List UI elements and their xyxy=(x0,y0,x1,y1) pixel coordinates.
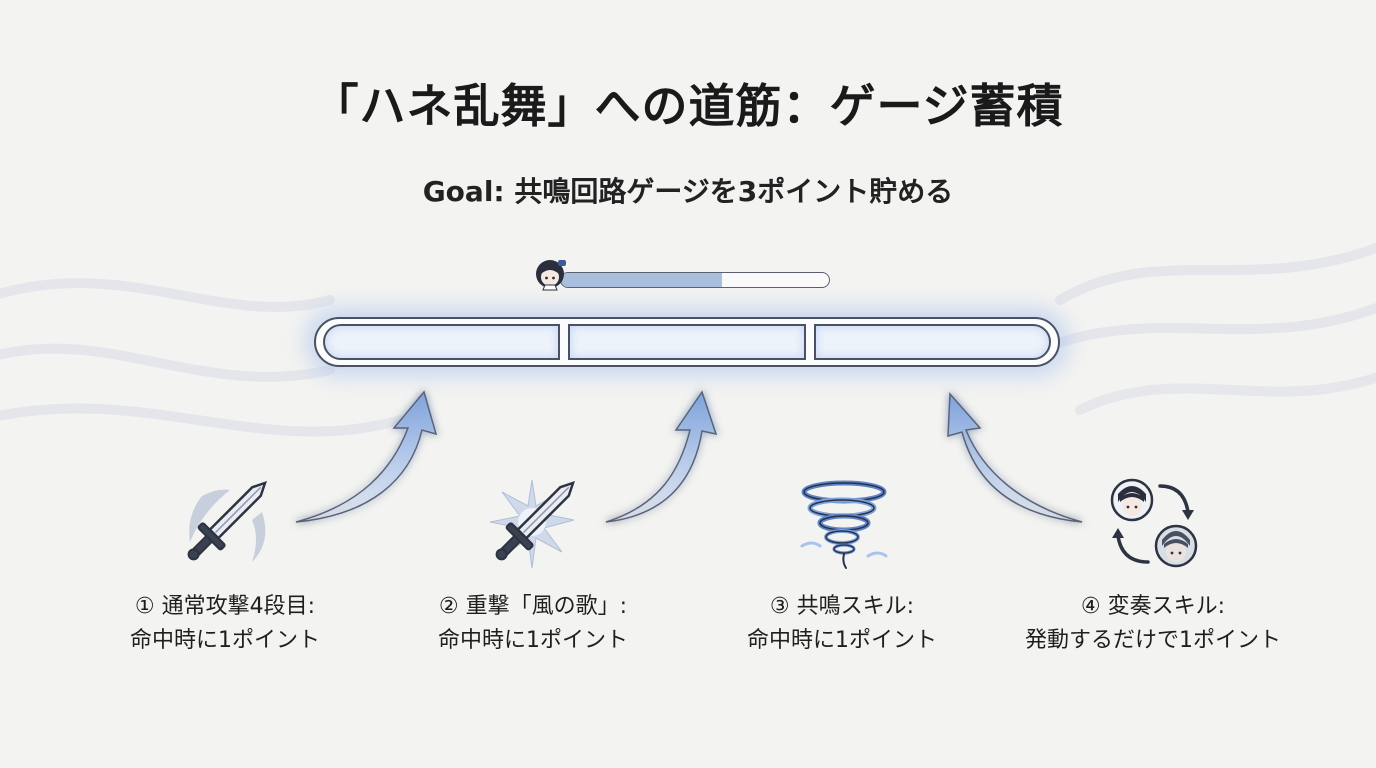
portrait-b xyxy=(1154,524,1198,568)
gauge-segment-1 xyxy=(323,324,561,360)
portrait-a xyxy=(1110,478,1154,522)
source-3-reward: 命中時に1ポイント xyxy=(747,628,937,653)
source-2-reward: 命中時に1ポイント xyxy=(438,628,628,653)
mini-progress-bar xyxy=(560,272,830,288)
source-2-condition: ② 重撃「風の歌」: xyxy=(438,594,628,619)
source-4-caption: ④ 変奏スキル: 発動するだけで1ポイント xyxy=(993,590,1313,658)
sword-burst-icon xyxy=(489,479,575,569)
sword-slash-icon xyxy=(187,481,267,562)
source-1-caption: ① 通常攻撃4段目: 命中時に1ポイント xyxy=(65,590,385,658)
source-2-caption: ② 重撃「風の歌」: 命中時に1ポイント xyxy=(373,590,693,658)
source-3-caption: ③ 共鳴スキル: 命中時に1ポイント xyxy=(682,590,1002,658)
page-title: 「ハネ乱舞」への道筋：ゲージ蓄積 xyxy=(312,79,1064,133)
resonance-gauge xyxy=(314,317,1060,367)
mini-progress-fill xyxy=(561,273,722,287)
source-4-reward: 発動するだけで1ポイント xyxy=(1025,628,1281,653)
character-swap-icon xyxy=(1110,478,1198,568)
gauge-segment-3 xyxy=(813,324,1051,360)
character-avatar-icon xyxy=(536,260,566,291)
source-3-condition: ③ 共鳴スキル: xyxy=(769,594,915,619)
source-1-condition: ① 通常攻撃4段目: xyxy=(134,594,316,619)
source-1-reward: 命中時に1ポイント xyxy=(130,628,320,653)
gauge-segment-2 xyxy=(568,324,806,360)
source-4-condition: ④ 変奏スキル: xyxy=(1080,594,1226,619)
tornado-icon xyxy=(800,480,888,569)
goal-subtitle: Goal: 共鳴回路ゲージを3ポイント貯める xyxy=(422,175,954,208)
